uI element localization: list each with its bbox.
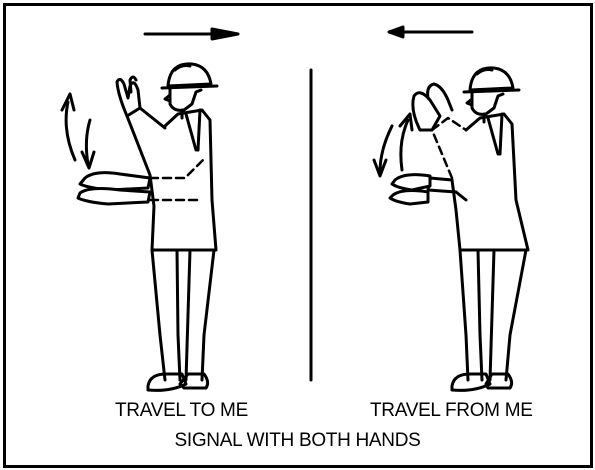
diagram-caption: SIGNAL WITH BOTH HANDS [0, 430, 595, 452]
label-travel-from-me: TRAVEL FROM ME [370, 400, 533, 422]
arrow-left-icon [389, 27, 472, 37]
arrow-right-icon [145, 29, 238, 39]
figure-travel-to-me [62, 64, 217, 391]
figure-travel-from-me [374, 68, 528, 391]
label-travel-to-me: TRAVEL TO ME [115, 400, 248, 422]
